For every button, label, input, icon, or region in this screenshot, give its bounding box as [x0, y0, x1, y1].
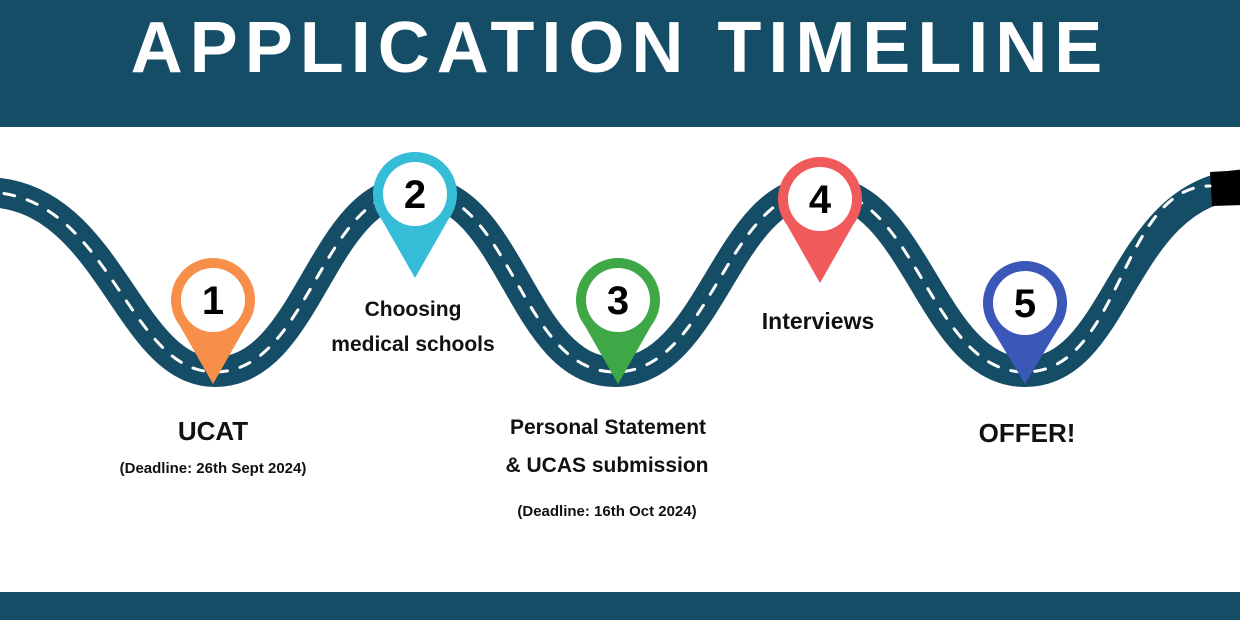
step-5-label: OFFER!	[978, 418, 1076, 448]
step-2-label-line1: Choosing	[364, 298, 462, 321]
page-title: APPLICATION TIMELINE	[130, 8, 1110, 88]
step-2-label-line2: medical schools	[331, 333, 495, 356]
pin-2: 2	[373, 152, 458, 278]
step-3-label-line2: & UCAS submission	[505, 454, 709, 477]
pin-1: 1	[171, 258, 255, 384]
pin-number: 5	[1014, 282, 1036, 326]
pin-number: 2	[404, 173, 426, 217]
pin-5: 5	[983, 261, 1067, 384]
pin-number: 1	[202, 279, 224, 323]
step-1-deadline: (Deadline: 26th Sept 2024)	[119, 460, 307, 477]
step-3-deadline: (Deadline: 16th Oct 2024)	[517, 503, 697, 520]
pin-number: 4	[809, 178, 832, 222]
step-4-label: Interviews	[761, 308, 875, 334]
step-1-label: UCAT	[177, 416, 249, 446]
pin-number: 3	[607, 279, 629, 323]
pin-4: 4	[778, 157, 863, 283]
step-3-label-line1: Personal Statement	[509, 416, 707, 439]
footer-band	[0, 592, 1240, 620]
road-end-cap	[1210, 170, 1240, 206]
pin-3: 3	[576, 258, 661, 384]
header-band: APPLICATION TIMELINE	[0, 0, 1240, 127]
